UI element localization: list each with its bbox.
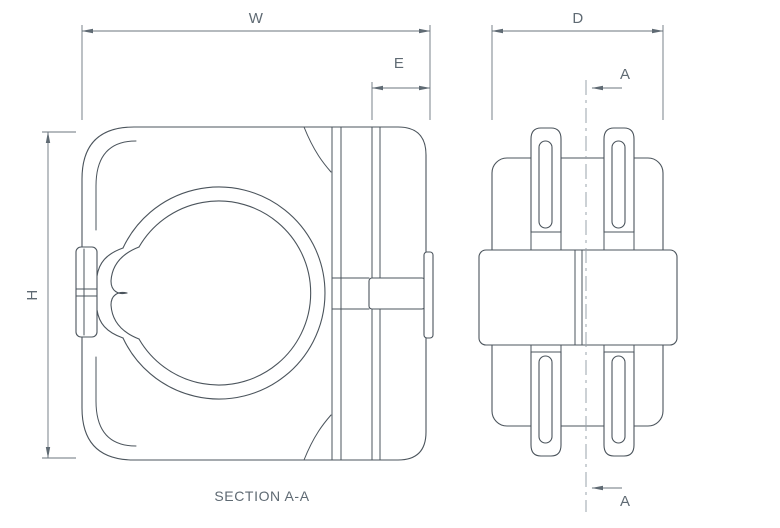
clamp-jaws — [96, 246, 140, 340]
dimension-e-label: E — [394, 55, 404, 72]
bore-outer-circle — [122, 186, 326, 400]
top-bolt-lugs — [530, 127, 635, 251]
flange-boss — [368, 277, 426, 310]
centre-collar — [478, 249, 678, 346]
bottom-bolt-lugs — [530, 344, 635, 457]
flange-band-lines — [331, 277, 370, 310]
clamp-body-outline — [81, 126, 427, 461]
bore-inner-circle — [138, 200, 312, 386]
section-caption: SECTION A-A — [214, 488, 309, 504]
front-section-view — [75, 126, 434, 461]
dimension-d-label: D — [572, 10, 583, 27]
dimension-h-label: H — [24, 289, 41, 300]
side-view: A A — [478, 66, 678, 512]
body-contour-lines — [95, 126, 332, 461]
dimension-d: D — [491, 10, 664, 120]
dimension-w: W — [81, 10, 431, 120]
right-coupling-rib — [423, 251, 434, 339]
dimension-e: E — [371, 55, 431, 120]
section-arrow-top: A — [591, 66, 630, 91]
dimension-w-label: W — [249, 10, 264, 27]
dimension-h: H — [24, 131, 76, 459]
collar-seam-lines — [574, 249, 583, 346]
latch-tab — [75, 246, 98, 338]
section-marker-bottom-label: A — [620, 493, 630, 510]
section-marker-top-label: A — [620, 66, 630, 83]
section-arrow-bottom: A — [591, 485, 630, 510]
